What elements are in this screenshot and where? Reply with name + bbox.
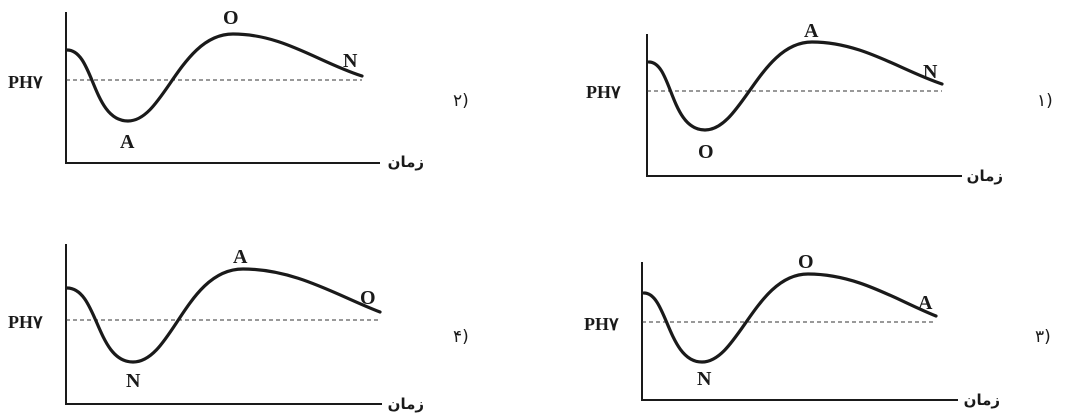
option-1-axes	[646, 34, 962, 177]
option-3-x-label: زمان	[964, 391, 1000, 409]
option-1-number: ۱)	[1037, 91, 1053, 111]
option-2-y-label: PH۷	[8, 72, 43, 92]
option-2-graph: PH۷ A O N زمان ۲)	[8, 7, 469, 171]
option-3-curve	[642, 272, 938, 364]
option-2-label-maximum: O	[223, 7, 239, 29]
option-4-label-maximum: A	[233, 246, 248, 268]
option-4-graph: PH۷ N A O زمان ۴)	[8, 244, 469, 413]
option-4-y-label: PH۷	[8, 312, 43, 332]
option-1-curve	[647, 40, 944, 132]
option-1-label-maximum: A	[804, 20, 819, 42]
option-3-graph: PH۷ N O A زمان ۳)	[584, 251, 1051, 409]
option-2-label-end: N	[343, 50, 358, 72]
option-4-number: ۴)	[453, 327, 469, 347]
option-1-label-end: N	[923, 61, 938, 83]
option-4-label-end: O	[360, 287, 376, 309]
option-3-label-minimum: N	[697, 368, 712, 390]
option-4-label-minimum: N	[126, 370, 141, 392]
option-1-label-minimum: O	[698, 141, 714, 163]
option-2-x-label: زمان	[388, 153, 424, 171]
option-1-y-label: PH۷	[586, 82, 621, 102]
option-3-label-end: A	[918, 292, 933, 314]
option-3-axes	[641, 262, 958, 401]
option-2-label-minimum: A	[120, 131, 135, 153]
option-3-label-maximum: O	[798, 251, 814, 273]
option-2-axes	[65, 12, 380, 164]
option-2-number: ۲)	[453, 91, 469, 111]
option-4-curve	[65, 267, 382, 364]
option-4-axes	[65, 244, 382, 405]
option-3-number: ۳)	[1035, 327, 1051, 347]
option-1-x-label: زمان	[967, 167, 1003, 185]
option-3-y-label: PH۷	[584, 314, 619, 334]
option-2-curve	[65, 32, 364, 123]
option-4-x-label: زمان	[388, 395, 424, 413]
option-1-graph: PH۷ O A N زمان ۱)	[586, 20, 1053, 185]
